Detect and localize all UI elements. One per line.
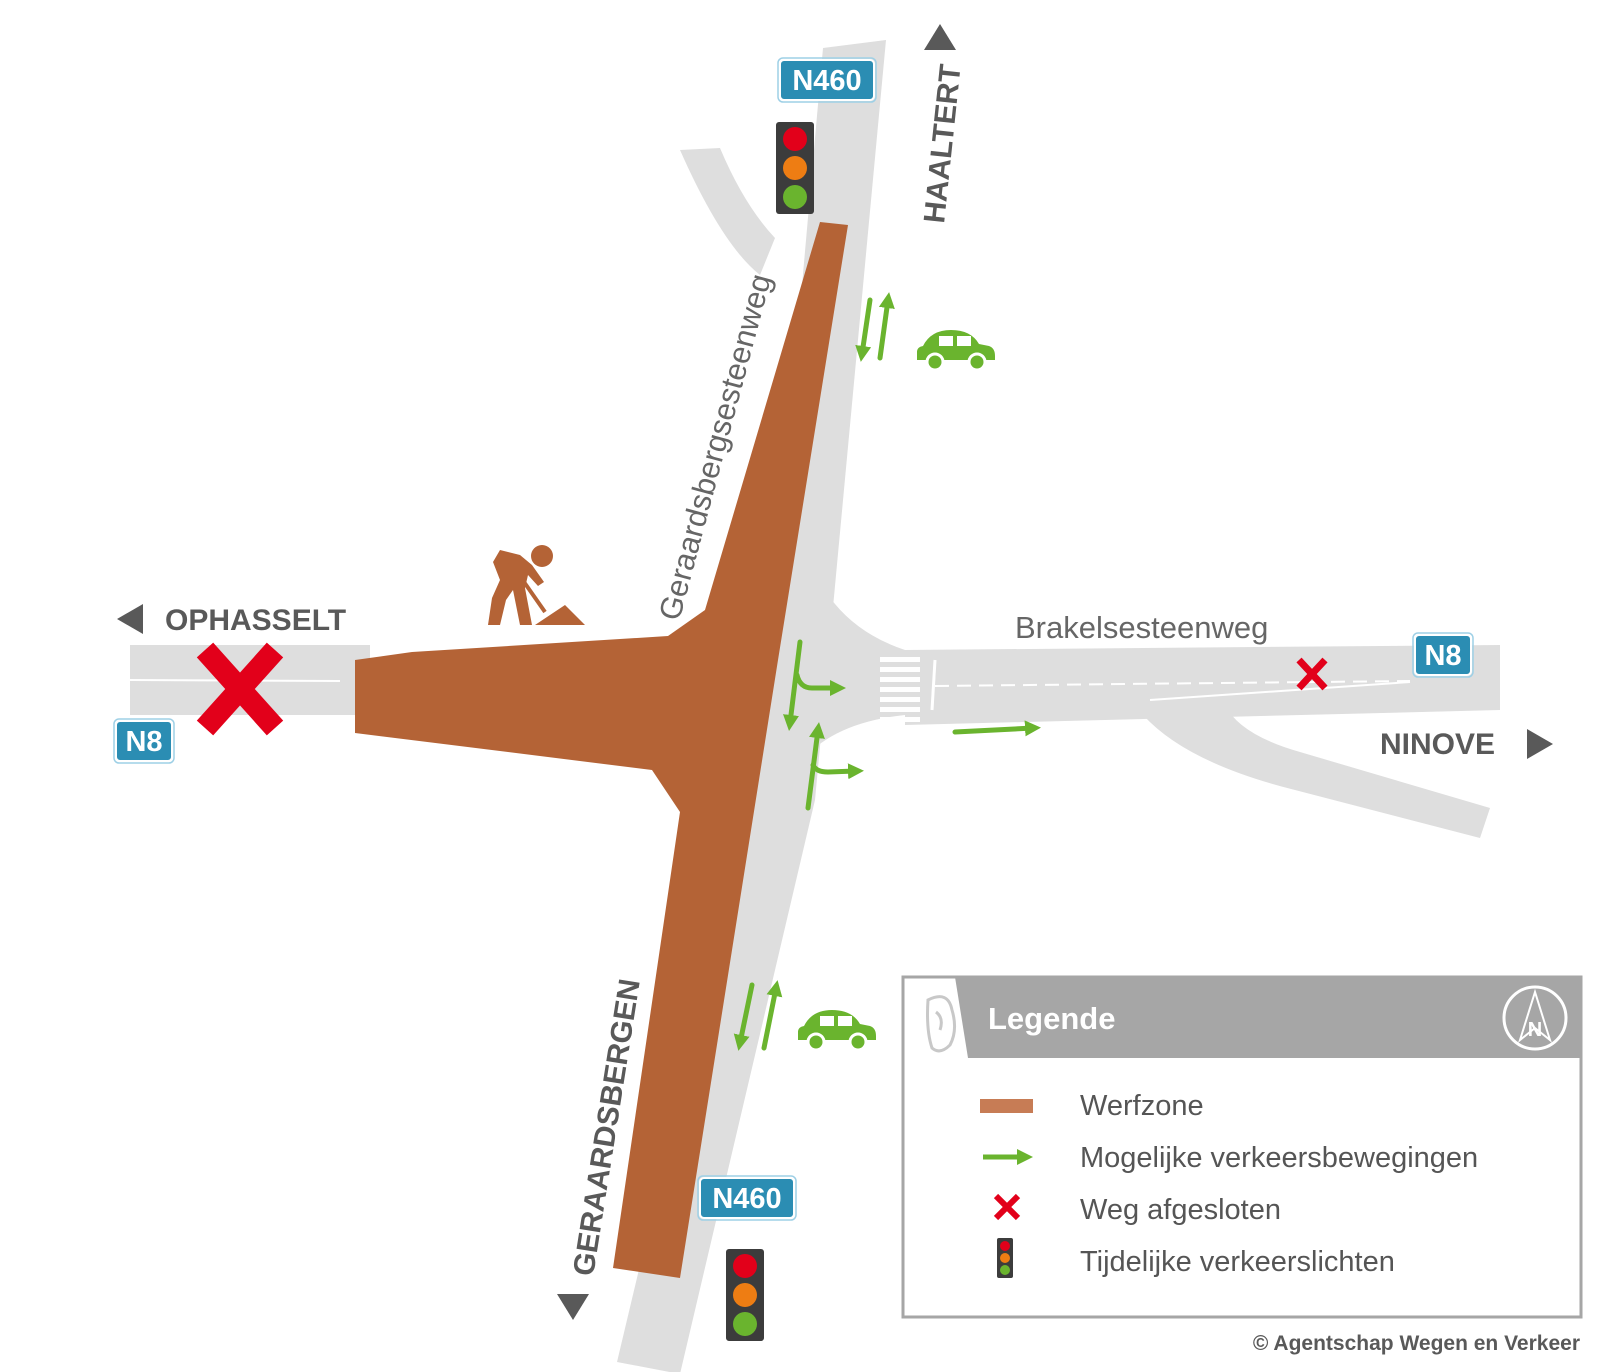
- road-closed-cross-east: [1296, 657, 1328, 691]
- pedestrian-crossing: [880, 657, 920, 732]
- road-worker-icon: [488, 545, 585, 625]
- road-shield-n460-south: N460: [697, 1175, 797, 1221]
- compass-letter: N: [1528, 1019, 1542, 1041]
- direction-arrow-west-icon: [117, 604, 143, 634]
- direction-arrow-east-icon: [1527, 729, 1553, 759]
- car-icon-north: [917, 330, 995, 372]
- car-icon-south: [798, 1010, 876, 1052]
- traffic-light-icon: [997, 1238, 1013, 1278]
- legend-label: Tijdelijke verkeerslichten: [1080, 1246, 1395, 1278]
- legend-header: [955, 977, 1581, 1058]
- legend-panel: Legende N Werfzone Mogelijke verkeersbew…: [901, 975, 1583, 1319]
- werfzone-swatch: [980, 1099, 1033, 1113]
- road-n8-east: [905, 645, 1500, 725]
- traffic-light-icon-south: [726, 1249, 764, 1341]
- legend-label: Mogelijke verkeersbewegingen: [1080, 1142, 1478, 1174]
- flemish-lion-icon: [926, 995, 957, 1053]
- place-label-north: HAALTERT: [918, 63, 967, 225]
- direction-arrow-south-icon: [557, 1294, 589, 1320]
- direction-arrow-north-icon: [924, 24, 956, 50]
- road-shield-n460-north: N460: [777, 57, 877, 103]
- road-number-label: N460: [712, 1183, 781, 1215]
- north-compass-icon: N: [1502, 985, 1568, 1051]
- werfzone-area: [355, 222, 848, 1278]
- copyright-credit: © Agentschap Wegen en Verkeer: [1253, 1332, 1580, 1355]
- side-road-north-west: [680, 148, 775, 275]
- legend-label: Werfzone: [1080, 1090, 1204, 1122]
- traffic-light-icon-north: [776, 122, 814, 214]
- red-cross-icon: [993, 1193, 1021, 1221]
- road-number-label: N460: [792, 65, 861, 97]
- road-number-label: N8: [125, 726, 162, 758]
- traffic-movement-arrows: [733, 292, 1041, 1051]
- road-shield-n8-west: N8: [113, 718, 175, 764]
- side-road-south-east: [1135, 705, 1490, 838]
- place-label-west: OPHASSELT: [165, 604, 346, 637]
- street-label-brakelsesteenweg: Brakelsesteenweg: [1015, 610, 1268, 645]
- legend-title: Legende: [988, 1001, 1115, 1036]
- legend-label: Weg afgesloten: [1080, 1194, 1281, 1226]
- place-label-east: NINOVE: [1380, 728, 1495, 761]
- road-number-label: N8: [1424, 640, 1461, 672]
- road-shield-n8-east: N8: [1412, 632, 1474, 678]
- road-closed-cross-west: [196, 642, 284, 736]
